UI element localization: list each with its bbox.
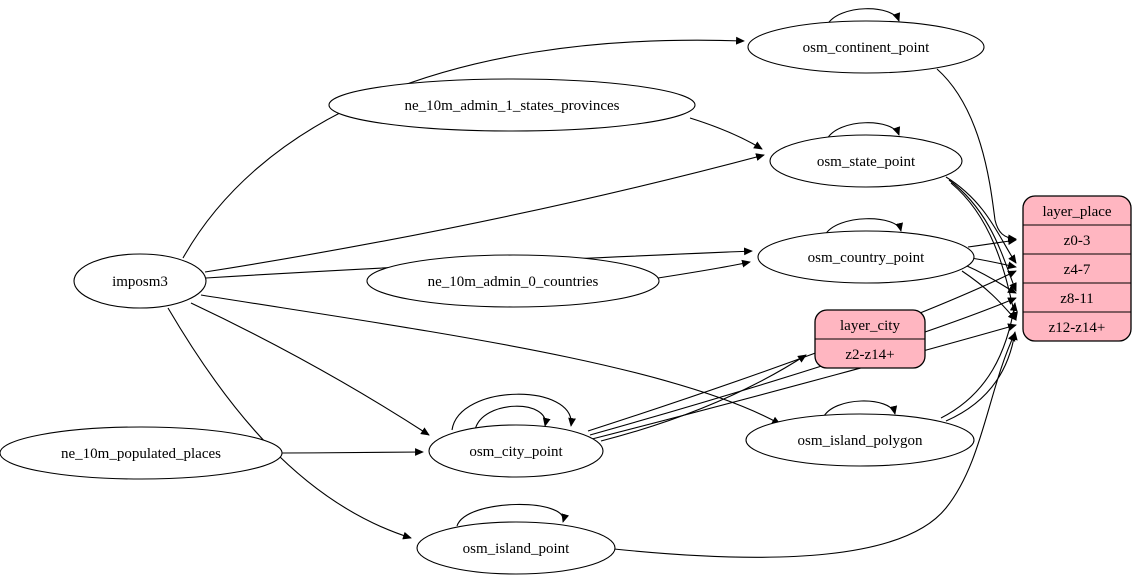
layer_place-row-z12-z14: z12-z14+ [1049,320,1106,336]
selfloop-osm_island_point [456,503,569,527]
layer_place-title: layer_place [1042,204,1111,220]
edge-ne_10m_populated_places-osm_city_point [281,448,424,456]
edge-osm_city_point-layer_city-z2-z14 [600,354,807,442]
node-ne_10m_admin_1_states_provinces: ne_10m_admin_1_states_provinces [328,78,696,132]
edge-osm_continent_point-layer_place-z0-3 [936,68,1017,243]
osm_state_point-label: osm_state_point [817,154,916,170]
edge-osm_country_point-layer_place-z12-z14 [961,270,1017,321]
edge-osm_island_polygon-layer_place-z12-z14 [945,331,1018,422]
ne_10m_populated_places-shape [0,426,283,480]
imposm3-label: imposm3 [112,274,168,290]
layer_city-row-z2-z14: z2-z14+ [845,347,894,363]
selfloop-osm_state_point [826,122,901,140]
osm_city_point-label: osm_city_point [469,444,563,460]
selfloop-osm_island_polygon [822,400,898,419]
edge-imposm3-osm_island_polygon [200,294,781,425]
edge-ne_10m_admin_0_countries-osm_country_point [657,259,751,279]
osm_country_point-label: osm_country_point [808,250,925,266]
osm_city_point-shape [428,424,604,478]
node-layer_city: layer_city z2-z14+ [814,309,926,369]
edge-osm_city_point-layer_place-z4-7 [587,270,1017,432]
osm_island_point-label: osm_island_point [463,541,571,557]
osm_continent_point-label: osm_continent_point [803,40,930,56]
ne_10m_populated_places-label: ne_10m_populated_places [61,446,221,462]
osm_island_point-shape [416,521,616,575]
edge-imposm3-osm_state_point [204,153,765,273]
edge-osm_country_point-layer_place-z0-3 [967,237,1017,248]
node-osm_island_point: osm_island_point [416,521,616,575]
layer_place-shape [1022,195,1132,342]
node-ne_10m_admin_0_countries: ne_10m_admin_0_countries [366,254,660,308]
osm_country_point-shape [757,230,975,284]
layer_city-title: layer_city [840,318,900,334]
edge-osm_country_point-layer_place-z4-7 [970,257,1017,270]
ne_10m_admin_1_states_provinces-shape [328,78,696,132]
osm_island_polygon-label: osm_island_polygon [797,433,923,449]
node-osm_island_polygon: osm_island_polygon [745,413,975,467]
edge-imposm3-osm_city_point [190,302,430,436]
edge-imposm3-osm_island_point [167,307,412,540]
selfloop-osm_continent_point [826,8,901,26]
selfloop-osm_city_point-inner [474,405,551,431]
osm_island_polygon-shape [745,413,975,467]
ne_10m_admin_1_states_provinces-label: ne_10m_admin_1_states_provinces [405,98,620,114]
edge-osm_island_point-layer_place-z12-z14 [613,332,1016,558]
edge-osm_island_polygon-layer_place-z8-11 [940,302,1018,419]
ne_10m_admin_0_countries-label: ne_10m_admin_0_countries [428,274,599,290]
selfloop-osm_city_point-outer [451,393,576,431]
node-osm_country_point: osm_country_point [757,230,975,284]
node-osm_continent_point: osm_continent_point [747,20,985,74]
osm_continent_point-shape [747,20,985,74]
node-ne_10m_populated_places: ne_10m_populated_places [0,426,283,480]
edge-osm_state_point-layer_place-z4-7 [945,176,1017,264]
edge-ne_10m_admin_1_states_provinces-osm_state_point [689,117,763,150]
ne_10m_admin_0_countries-shape [366,254,660,308]
node-osm_state_point: osm_state_point [769,134,963,188]
layer_place-row-z8-11: z8-11 [1060,291,1094,307]
layer_place-row-z4-7: z4-7 [1064,262,1091,278]
edge-osm_city_point-layer_place-z12-z14 [591,323,1017,440]
selfloop-osm_country_point [824,218,903,236]
layer_place-row-z0-3: z0-3 [1064,233,1091,249]
node-osm_city_point: osm_city_point [428,424,604,478]
edge-osm_city_point-layer_place-z8-11 [589,297,1017,436]
node-imposm3: imposm3 [73,253,207,309]
node-layer_place: layer_place z0-3 z4-7 z8-11 z12-z14+ [1022,195,1132,342]
osm_state_point-shape [769,134,963,188]
edge-osm_state_point-layer_place-z8-11 [948,179,1017,292]
imposm3-shape [73,253,207,309]
